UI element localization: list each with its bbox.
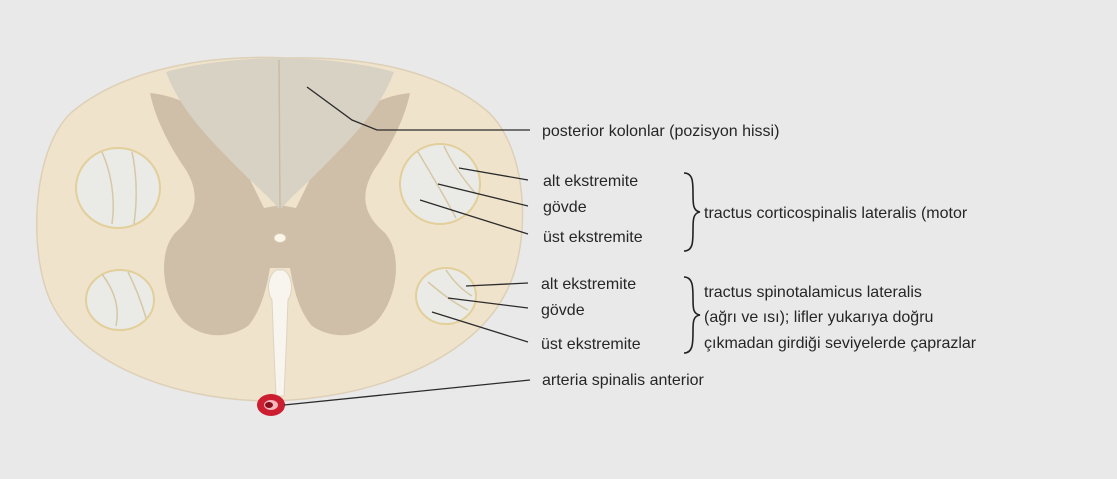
label-spinothalamic-line1: tractus spinotalamicus lateralis <box>704 284 922 301</box>
label-cst-lower-limb: alt ekstremite <box>543 173 638 190</box>
label-spinothalamic-line3: çıkmadan girdiği seviyelerde çaprazlar <box>704 335 977 352</box>
corticospinal-tract-left <box>76 148 160 228</box>
label-anterior-spinal-artery: arteria spinalis anterior <box>542 372 705 389</box>
label-stt-lower-limb: alt ekstremite <box>541 276 636 293</box>
label-spinothalamic-line2: (ağrı ve ısı); lifler yukarıya doğru <box>704 309 933 326</box>
label-cst-trunk: gövde <box>543 199 587 216</box>
label-cst-upper-limb: üst ekstremite <box>543 229 643 246</box>
label-stt-trunk: gövde <box>541 302 585 319</box>
central-canal <box>274 234 286 243</box>
spinothalamic-tract-left <box>86 270 154 330</box>
anterior-spinal-artery <box>257 394 285 416</box>
posterior-median-septum <box>279 60 280 210</box>
label-stt-upper-limb: üst ekstremite <box>541 336 641 353</box>
spinothalamic-tract-right <box>416 268 476 324</box>
label-corticospinal-tract: tractus corticospinalis lateralis (motor <box>704 205 968 222</box>
label-posterior-columns: posterior kolonlar (pozisyon hissi) <box>542 123 779 140</box>
